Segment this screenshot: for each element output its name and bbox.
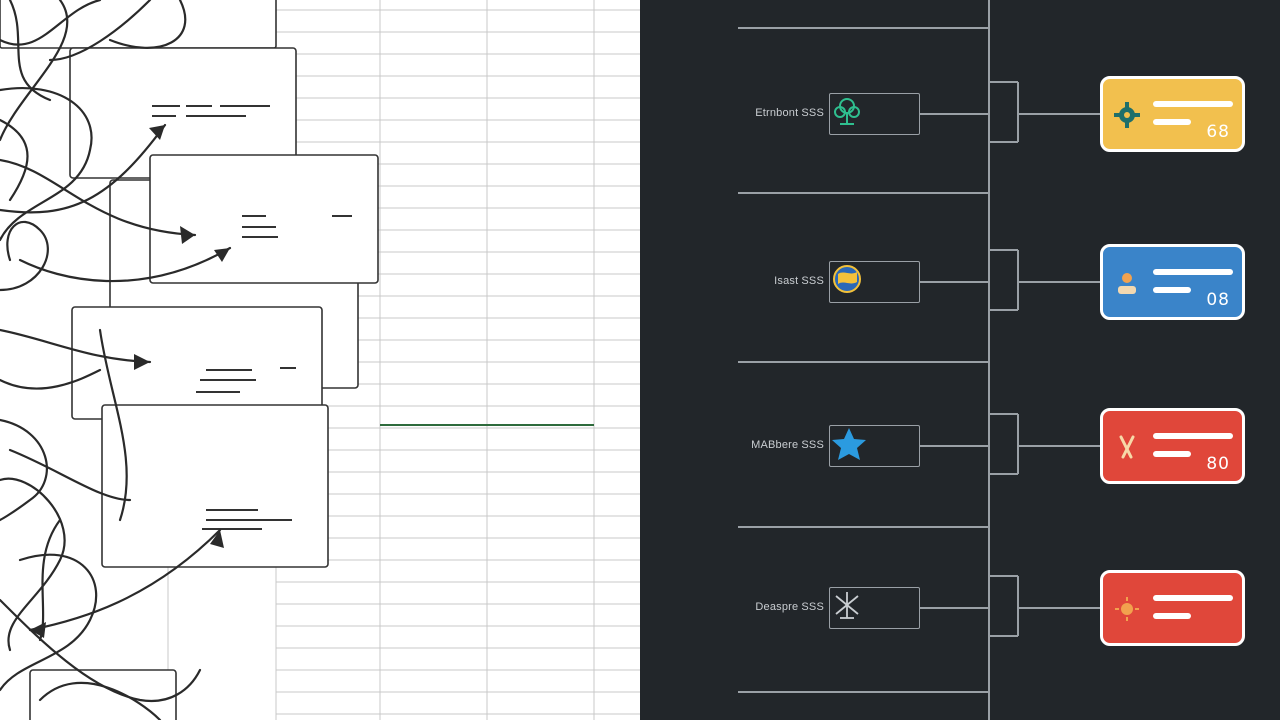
card-text-bar <box>1153 119 1191 125</box>
status-card[interactable]: 68 <box>1100 76 1245 152</box>
row-icon-box[interactable] <box>829 93 920 135</box>
row-label-text: Isast <box>774 275 799 287</box>
card-code: 08 <box>1206 290 1230 310</box>
connector-lines <box>738 0 1100 720</box>
row-label-text: Deaspre <box>755 601 799 613</box>
tangled-arrows <box>0 0 232 720</box>
card-text-dashes <box>152 105 352 530</box>
row-label-text: Etrnbont <box>755 107 799 119</box>
row-label-number: SSS <box>801 601 824 613</box>
card-code: 68 <box>1206 122 1230 142</box>
chaotic-spreadsheet-panel <box>0 0 640 720</box>
row-label-number: SSS <box>801 439 824 451</box>
person-icon <box>1113 269 1143 297</box>
card-code: 80 <box>1206 454 1230 474</box>
arrow-heads <box>30 125 230 638</box>
row-label-number: SSS <box>801 107 824 119</box>
row-icon-box[interactable] <box>829 587 920 629</box>
stacked-cards <box>0 0 379 720</box>
status-card[interactable] <box>1100 570 1245 646</box>
row-icon-box[interactable] <box>829 261 920 303</box>
row-icon-box[interactable] <box>829 425 920 467</box>
card-text-bar <box>1153 101 1233 107</box>
spreadsheet-sketch <box>0 0 640 720</box>
card-text-bar <box>1153 451 1191 457</box>
row-label-number: SSS <box>801 275 824 287</box>
card-text-bar <box>1153 269 1233 275</box>
gear-icon <box>1113 101 1143 129</box>
status-card[interactable]: 80 <box>1100 408 1245 484</box>
card-text-bar <box>1153 613 1191 619</box>
row-label-text: MABbere <box>751 439 799 451</box>
status-card[interactable]: 08 <box>1100 244 1245 320</box>
card-text-bar <box>1153 287 1191 293</box>
tools-icon <box>1113 433 1143 461</box>
grid-lines <box>167 0 640 720</box>
card-text-bar <box>1153 433 1233 439</box>
card-text-bar <box>1153 595 1233 601</box>
sun-icon <box>1113 595 1143 623</box>
